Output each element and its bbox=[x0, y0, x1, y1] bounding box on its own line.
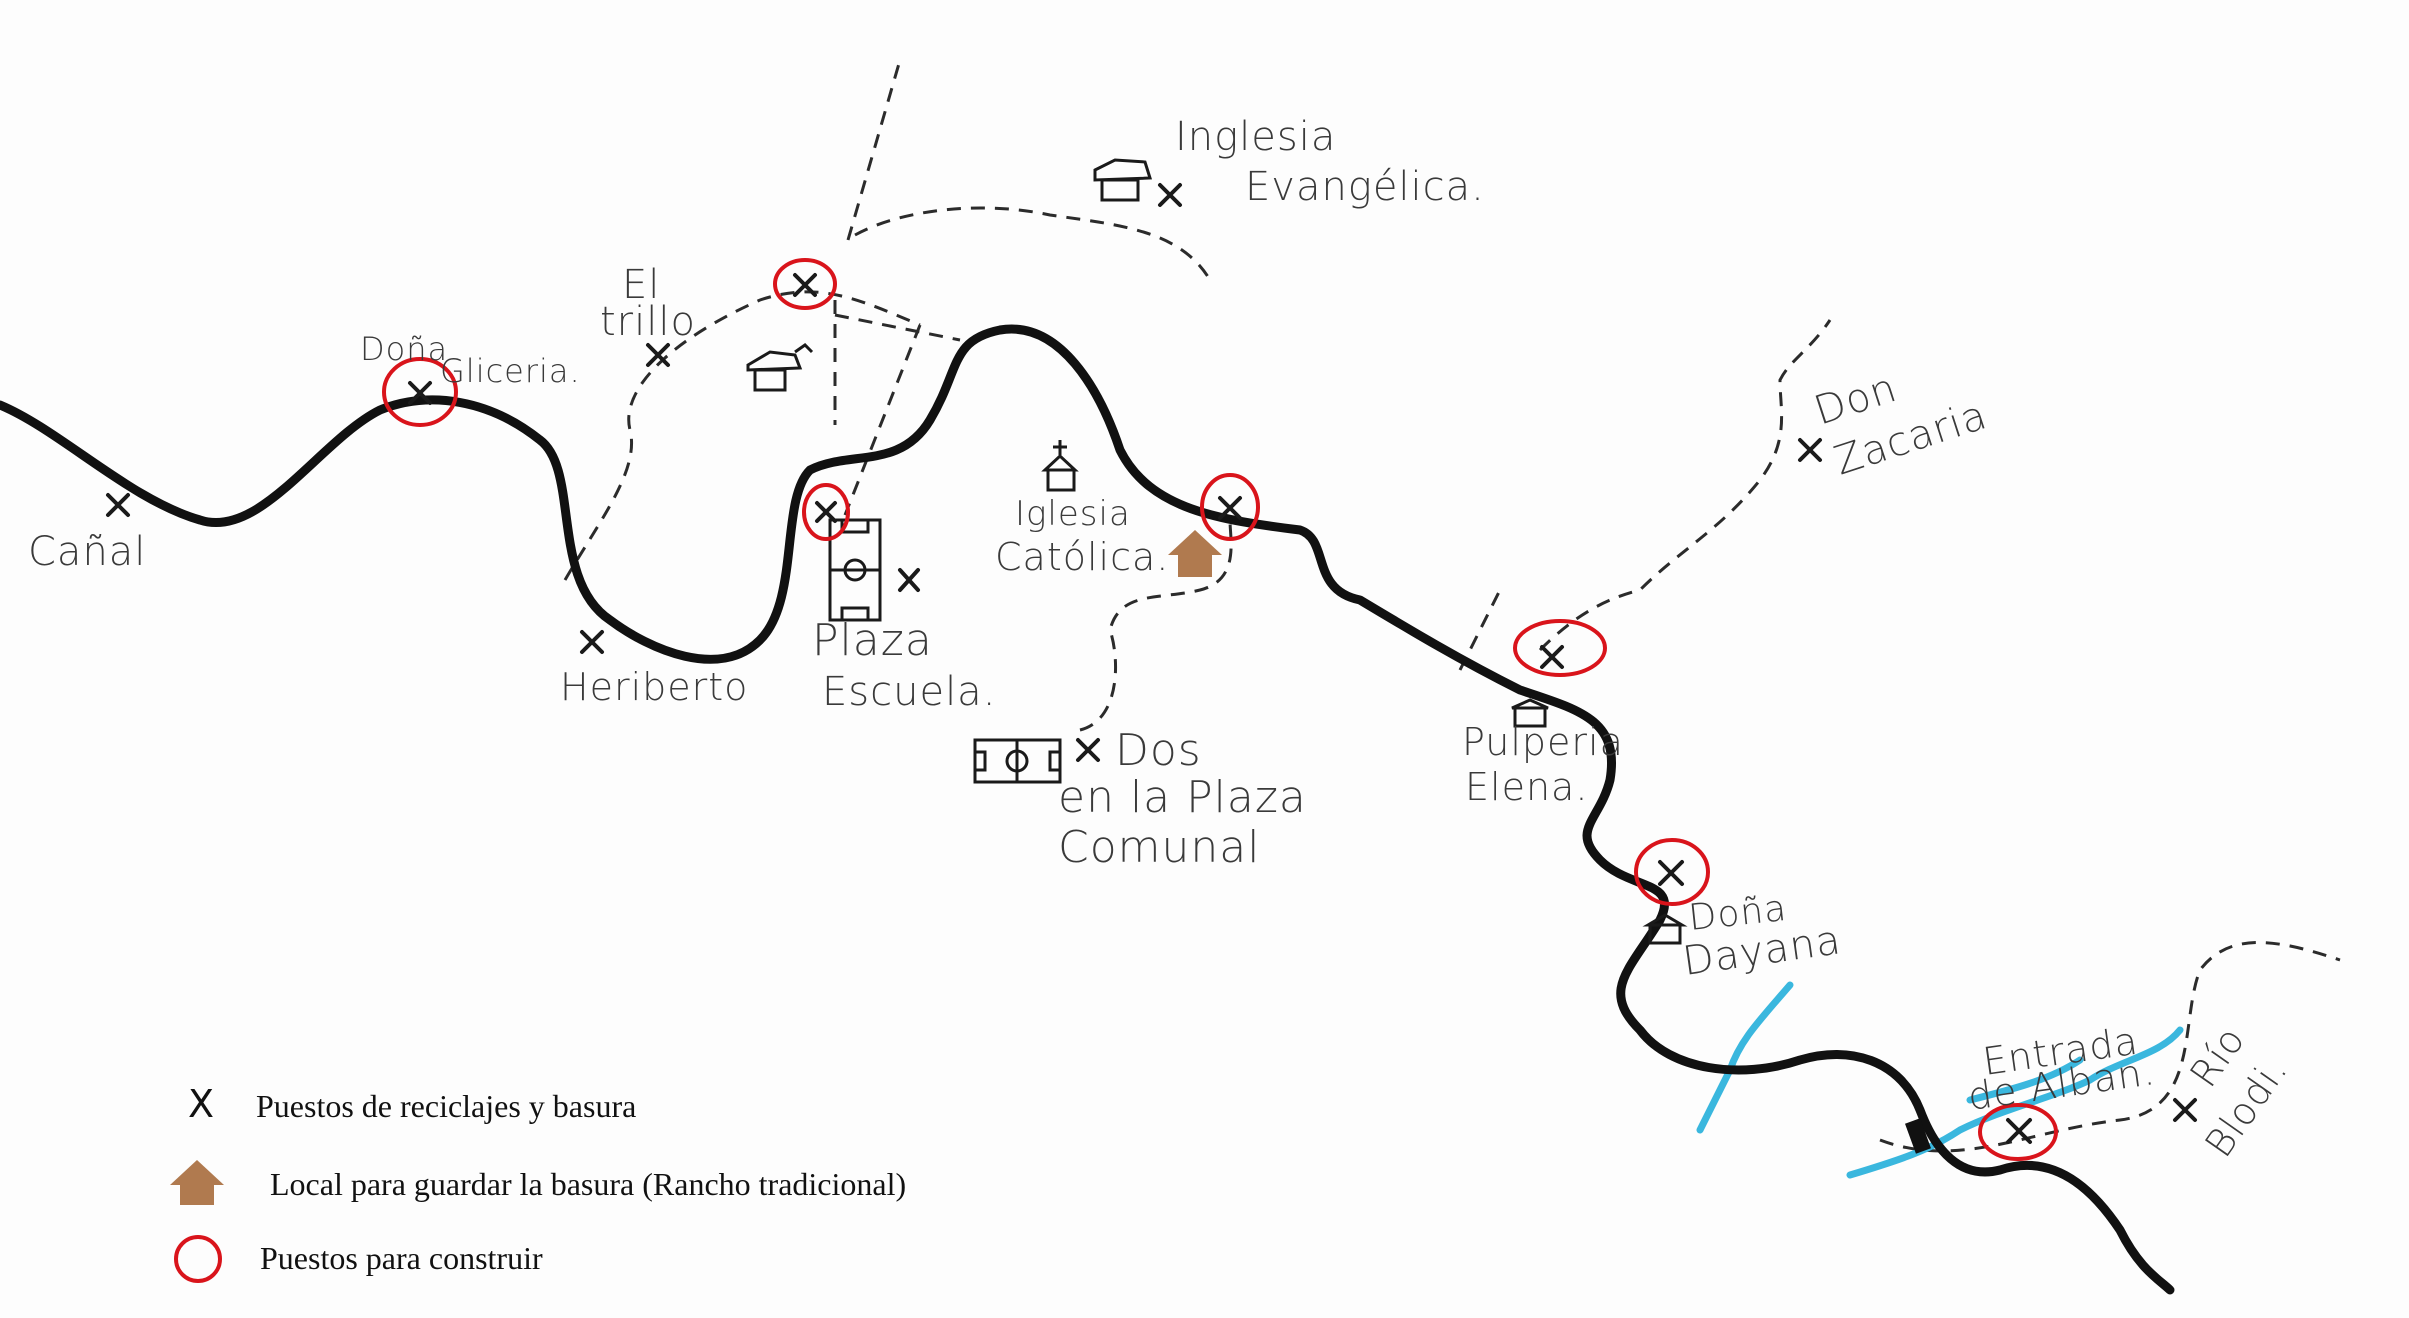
x-mark-gliceria bbox=[408, 381, 432, 405]
house-arrow-icon-rancho bbox=[1168, 530, 1222, 577]
label-plaza-escuela-2: Escuela. bbox=[822, 669, 996, 715]
path-evangelica bbox=[854, 206, 1212, 281]
red-circles bbox=[382, 258, 2058, 1161]
x-mark-catolica bbox=[1218, 496, 1242, 520]
x-mark-comunal bbox=[1076, 738, 1100, 762]
bridge-mark bbox=[1905, 1118, 1931, 1154]
x-mark-escuela-a bbox=[815, 501, 837, 523]
field-icon-escuela bbox=[828, 518, 882, 622]
label-dos-plaza-3: Comunal bbox=[1058, 822, 1260, 873]
label-heriberto: Heriberto bbox=[560, 665, 748, 709]
red-circle-escuela bbox=[802, 483, 850, 541]
x-mark-pulperia bbox=[1540, 645, 1564, 669]
red-circle-gliceria bbox=[382, 357, 458, 427]
path-comunal bbox=[1079, 519, 1233, 732]
river-2b bbox=[1966, 1056, 2084, 1104]
x-mark-zacaria bbox=[1798, 438, 1822, 462]
label-iglesia-evangelica-1: Inglesia bbox=[1175, 114, 1336, 160]
label-canal: Cañal bbox=[28, 529, 146, 575]
x-mark-blodi bbox=[2173, 1098, 2197, 1122]
legend-red-circle-icon bbox=[174, 1235, 222, 1283]
path-trillo-loop bbox=[834, 313, 961, 342]
x-mark-canal bbox=[106, 493, 130, 517]
main-road bbox=[0, 324, 2175, 1295]
house-icon-pulperia bbox=[1511, 698, 1549, 728]
x-mark-escuela-b bbox=[898, 568, 920, 592]
river-1 bbox=[1696, 981, 1794, 1134]
label-pulperia-elena-1: Pulperia bbox=[1462, 720, 1624, 764]
red-circle-north bbox=[773, 258, 837, 310]
x-mark-evangelica bbox=[1158, 183, 1182, 207]
house-icon-trillo bbox=[746, 343, 814, 392]
path-zacaria-2 bbox=[1458, 589, 1502, 671]
x-mark-north bbox=[793, 273, 817, 297]
x-mark-trillo bbox=[646, 343, 670, 367]
field-icon-comunal bbox=[973, 738, 1062, 784]
river-2 bbox=[1846, 1026, 2184, 1179]
legend-house-arrow-icon bbox=[170, 1160, 224, 1205]
label-dona-gliceria-2: Gliceria. bbox=[440, 352, 581, 390]
label-el-trillo-1: El bbox=[622, 262, 660, 308]
church-icon-catolica bbox=[1041, 440, 1079, 492]
x-mark-dayana bbox=[1658, 860, 1684, 886]
red-circle-alban bbox=[1978, 1103, 2058, 1161]
label-iglesia-evangelica-2: Evangélica. bbox=[1245, 164, 1485, 210]
legend-label-recycling: Puestos de reciclajes y basura bbox=[256, 1088, 636, 1124]
house-icon-evangelica bbox=[1093, 158, 1153, 202]
label-dona-gliceria-1: Doña bbox=[360, 330, 448, 368]
place-labels: Cañal Doña Gliceria. El trillo Inglesia … bbox=[28, 114, 2296, 1165]
legend-label-construir: Puestos para construir bbox=[260, 1240, 543, 1276]
legend-label-rancho: Local para guardar la basura (Rancho tra… bbox=[270, 1166, 906, 1202]
label-iglesia-catolica-2: Católica. bbox=[995, 535, 1169, 579]
x-mark-heriberto bbox=[580, 630, 604, 654]
path-north-2 bbox=[843, 324, 922, 516]
x-marks bbox=[106, 183, 2197, 1144]
label-dos-plaza-2: en la Plaza bbox=[1058, 772, 1307, 823]
path-north-1 bbox=[563, 290, 921, 581]
label-pulperia-elena-2: Elena. bbox=[1465, 765, 1588, 809]
house-icon-dayana bbox=[1642, 913, 1688, 945]
label-iglesia-catolica-1: Iglesia bbox=[1015, 494, 1131, 534]
legend: X Puestos de reciclajes y basura Local p… bbox=[170, 1082, 906, 1283]
red-circle-dayana bbox=[1634, 838, 1710, 906]
path-north-top bbox=[846, 59, 902, 241]
path-zacaria bbox=[1538, 319, 1832, 652]
legend-x-mark: X bbox=[188, 1082, 214, 1126]
red-circle-catolica bbox=[1200, 473, 1260, 541]
label-plaza-escuela-1: Plaza bbox=[812, 615, 933, 666]
label-el-trillo-2: trillo bbox=[600, 299, 696, 345]
red-circle-pulperia bbox=[1513, 619, 1607, 677]
x-mark-alban bbox=[2006, 1118, 2032, 1144]
buildings bbox=[746, 158, 1688, 945]
label-dos-plaza-1: Dos bbox=[1115, 725, 1202, 776]
